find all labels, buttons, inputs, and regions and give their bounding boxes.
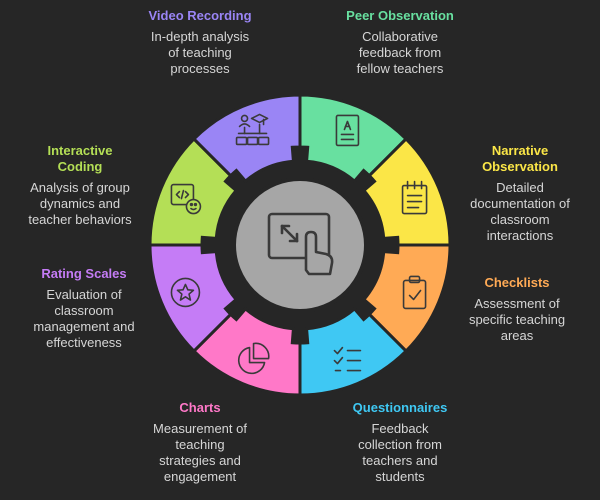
segment-peer-observation (298, 93, 409, 184)
label-description: Detailed documentation of classroom inte… (470, 180, 570, 243)
code-icon (170, 183, 202, 215)
segment-rating-scales (148, 243, 239, 354)
label-title: Charts (179, 400, 221, 415)
label-title: Interactive Coding (47, 143, 113, 174)
label-description: Assessment of specific teaching areas (468, 296, 566, 343)
segment-charts (191, 306, 302, 397)
label-title: Checklists (484, 275, 550, 290)
star-icon (170, 277, 201, 308)
checklist-icon (333, 346, 362, 372)
label-description: Collaborative feedback from fellow teach… (356, 29, 444, 76)
label-title: Rating Scales (41, 266, 127, 281)
expand-touch-icon (267, 212, 334, 276)
notepad-icon (401, 180, 428, 215)
segment-narrative-observation (361, 136, 452, 247)
label-description: Evaluation of classroom management and e… (33, 287, 135, 350)
wheel-icons (170, 113, 428, 375)
label-description: Measurement of teaching strategies and e… (153, 421, 247, 484)
label-title: Questionnaires (352, 400, 448, 415)
segment-questionnaires (298, 306, 409, 397)
network-icon (235, 113, 270, 146)
label-description: Analysis of group dynamics and teacher b… (28, 180, 132, 227)
center-hub (232, 177, 368, 313)
label-title: Peer Observation (346, 8, 454, 23)
label-description: In-depth analysis of teaching processes (150, 29, 250, 76)
clipboard-check-icon (402, 275, 427, 310)
label-description: Feedback collection from teachers and st… (358, 421, 442, 484)
label-title: Video Recording (148, 8, 252, 23)
segment-checklists (361, 243, 452, 354)
label-title: Narrative Observation (482, 143, 558, 174)
document-icon (335, 114, 360, 147)
pie-chart-icon (237, 342, 270, 375)
